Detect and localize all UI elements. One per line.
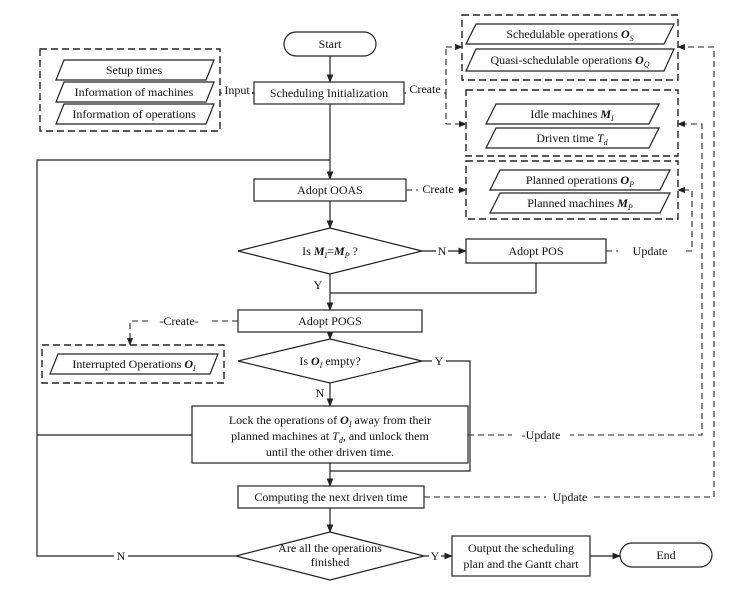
start-label: Start	[319, 37, 342, 51]
edge-pos-return	[330, 263, 537, 294]
computing-label: Computing the next driven time	[254, 490, 407, 504]
input-machines: Information of machines	[75, 85, 194, 99]
edge-create-machines	[445, 93, 467, 128]
output-line1: Output the scheduling	[468, 541, 574, 555]
edge-decision-f-loop	[36, 159, 330, 557]
set-planned-machines: Planned machines MP	[527, 196, 633, 212]
set-planned-ops: Planned operations OP	[526, 173, 634, 189]
label-y-2: Y	[435, 354, 444, 368]
label-create-3: -Create-	[159, 314, 198, 328]
label-y-1: Y	[314, 278, 323, 292]
set-schedulable-shape	[465, 23, 675, 45]
set-quasi-shape	[465, 48, 675, 72]
input-group-box	[39, 48, 221, 132]
set-interrupted: Interrupted Operations OI	[72, 357, 196, 373]
label-n-1: N	[438, 244, 447, 258]
lock-label-line3: until the other driven time.	[266, 445, 394, 459]
set-idle-shape	[485, 103, 660, 125]
set-planned-machines-shape	[489, 192, 671, 214]
lock-label-line1: Lock the operations of OI away from thei…	[229, 413, 431, 429]
set-planned-ops-shape	[489, 169, 671, 191]
label-update-computing: Update	[553, 490, 588, 504]
decision-f-node	[235, 531, 425, 581]
set-interrupted-shape	[49, 353, 219, 375]
decision-f-line1: Are all the operations	[278, 541, 382, 555]
decision-f-line2: finished	[311, 555, 350, 569]
init-label: Scheduling Initialization	[270, 86, 388, 100]
decision-m-label: Is MI=MP ?	[302, 244, 358, 260]
pogs-label: Adopt POGS	[298, 314, 362, 328]
set-schedulable: Schedulable operations OS	[506, 27, 633, 43]
set-idle: Idle machines MI	[530, 107, 614, 123]
label-update-pos: Update	[633, 244, 668, 258]
lock-label-line2: planned machines at Td, and unlock them	[231, 429, 429, 445]
lock-node	[191, 405, 469, 464]
label-n-2: N	[316, 386, 325, 400]
label-y-3: Y	[431, 549, 440, 563]
input-setup-times: Setup times	[106, 63, 163, 77]
set-quasi: Quasi-schedulable operations OQ	[490, 53, 649, 69]
output-line2: plan and the Gantt chart	[463, 557, 579, 571]
label-create-2: Create	[422, 182, 453, 196]
label-update-lock: -Update	[522, 428, 561, 442]
label-n-3: N	[117, 549, 126, 563]
label-create-1: Create	[409, 82, 440, 96]
output-node	[451, 535, 591, 577]
input-operations-shape	[55, 103, 215, 125]
input-setup-times-shape	[55, 59, 215, 81]
end-label: End	[656, 548, 675, 562]
set-driven-shape	[485, 127, 660, 149]
oaas-label: Adopt OOAS	[297, 183, 363, 197]
input-machines-shape	[55, 81, 215, 103]
set-driven: Driven time Td	[536, 131, 608, 147]
label-input: Input	[224, 83, 250, 97]
decision-o-label: Is OI empty?	[299, 354, 360, 370]
input-operations: Information of operations	[72, 107, 196, 121]
pos-label: Adopt POS	[508, 244, 563, 258]
